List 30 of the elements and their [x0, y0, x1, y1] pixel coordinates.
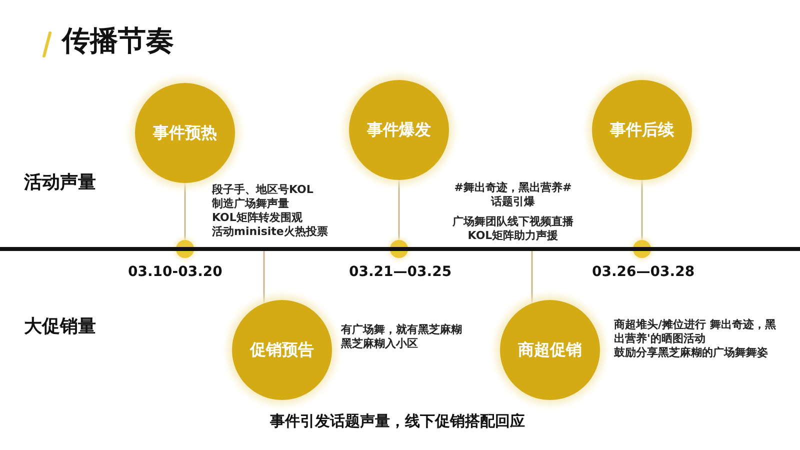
connector-line [398, 180, 400, 240]
connector-line [641, 180, 643, 240]
description-text: KOL矩阵助力声援 [466, 229, 560, 243]
description-text: 有广场舞，就有黑芝麻糊 [341, 323, 463, 337]
date-label: 03.10-03.20 [128, 264, 222, 280]
connector-line [184, 183, 186, 240]
description-text: 制造广场舞声量 [212, 197, 290, 211]
connector-line [263, 251, 265, 304]
caption: 事件引发话题声量，线下促销搭配回应 [270, 412, 525, 431]
row-label: 活动声量 [24, 171, 96, 194]
description-text: #舞出奇迹，黑出营养# [453, 181, 573, 195]
description-text: 话题引爆 [490, 195, 536, 209]
description-text: 商超堆头/摊位进行 舞出奇迹，黑出营养'的晒图活动 [614, 318, 777, 346]
date-label: 03.21—03.25 [349, 264, 452, 280]
description-text: KOL矩阵转发围观 [212, 211, 304, 225]
event-circle: 商超促销 [500, 300, 600, 400]
date-label: 03.26—03.28 [592, 264, 695, 280]
timeline-bar [0, 247, 800, 251]
event-circle: 促销预告 [232, 300, 332, 400]
description-text: 黑芝麻糊入小区 [341, 337, 419, 351]
event-circle: 事件后续 [592, 80, 692, 180]
description-text: 段子手、地区号KOL [212, 183, 314, 197]
event-circle: 事件爆发 [349, 80, 449, 180]
description-text: 鼓励分享黑芝麻糊的广场舞舞姿 [614, 346, 769, 360]
description-text: 广场舞团队线下视频直播 [452, 215, 574, 229]
row-label: 大促销量 [24, 315, 96, 338]
description-text: 活动minisite火热投票 [212, 225, 329, 239]
title: 传播节奏 [62, 23, 174, 59]
event-circle: 事件预热 [135, 83, 235, 183]
connector-line [531, 251, 533, 304]
